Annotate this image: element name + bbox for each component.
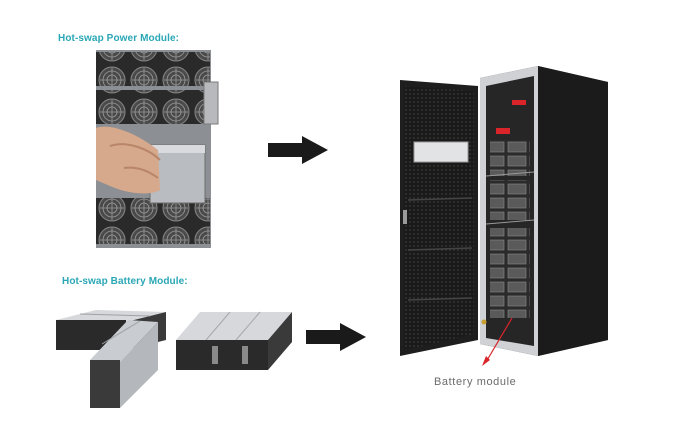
battery-module-heading: Hot-swap Battery Module: [62, 276, 188, 287]
battery-pointer-line [485, 317, 513, 363]
battery-module-photo-pulled [56, 310, 166, 408]
power-module-photo [96, 50, 219, 248]
right-arrow-icon [306, 323, 366, 351]
power-module-heading: Hot-swap Power Module: [58, 33, 180, 44]
battery-module-caption: Battery module [434, 376, 517, 388]
right-arrow-icon [268, 136, 328, 164]
ups-cabinet [400, 66, 608, 366]
battery-module-photo [176, 311, 292, 370]
